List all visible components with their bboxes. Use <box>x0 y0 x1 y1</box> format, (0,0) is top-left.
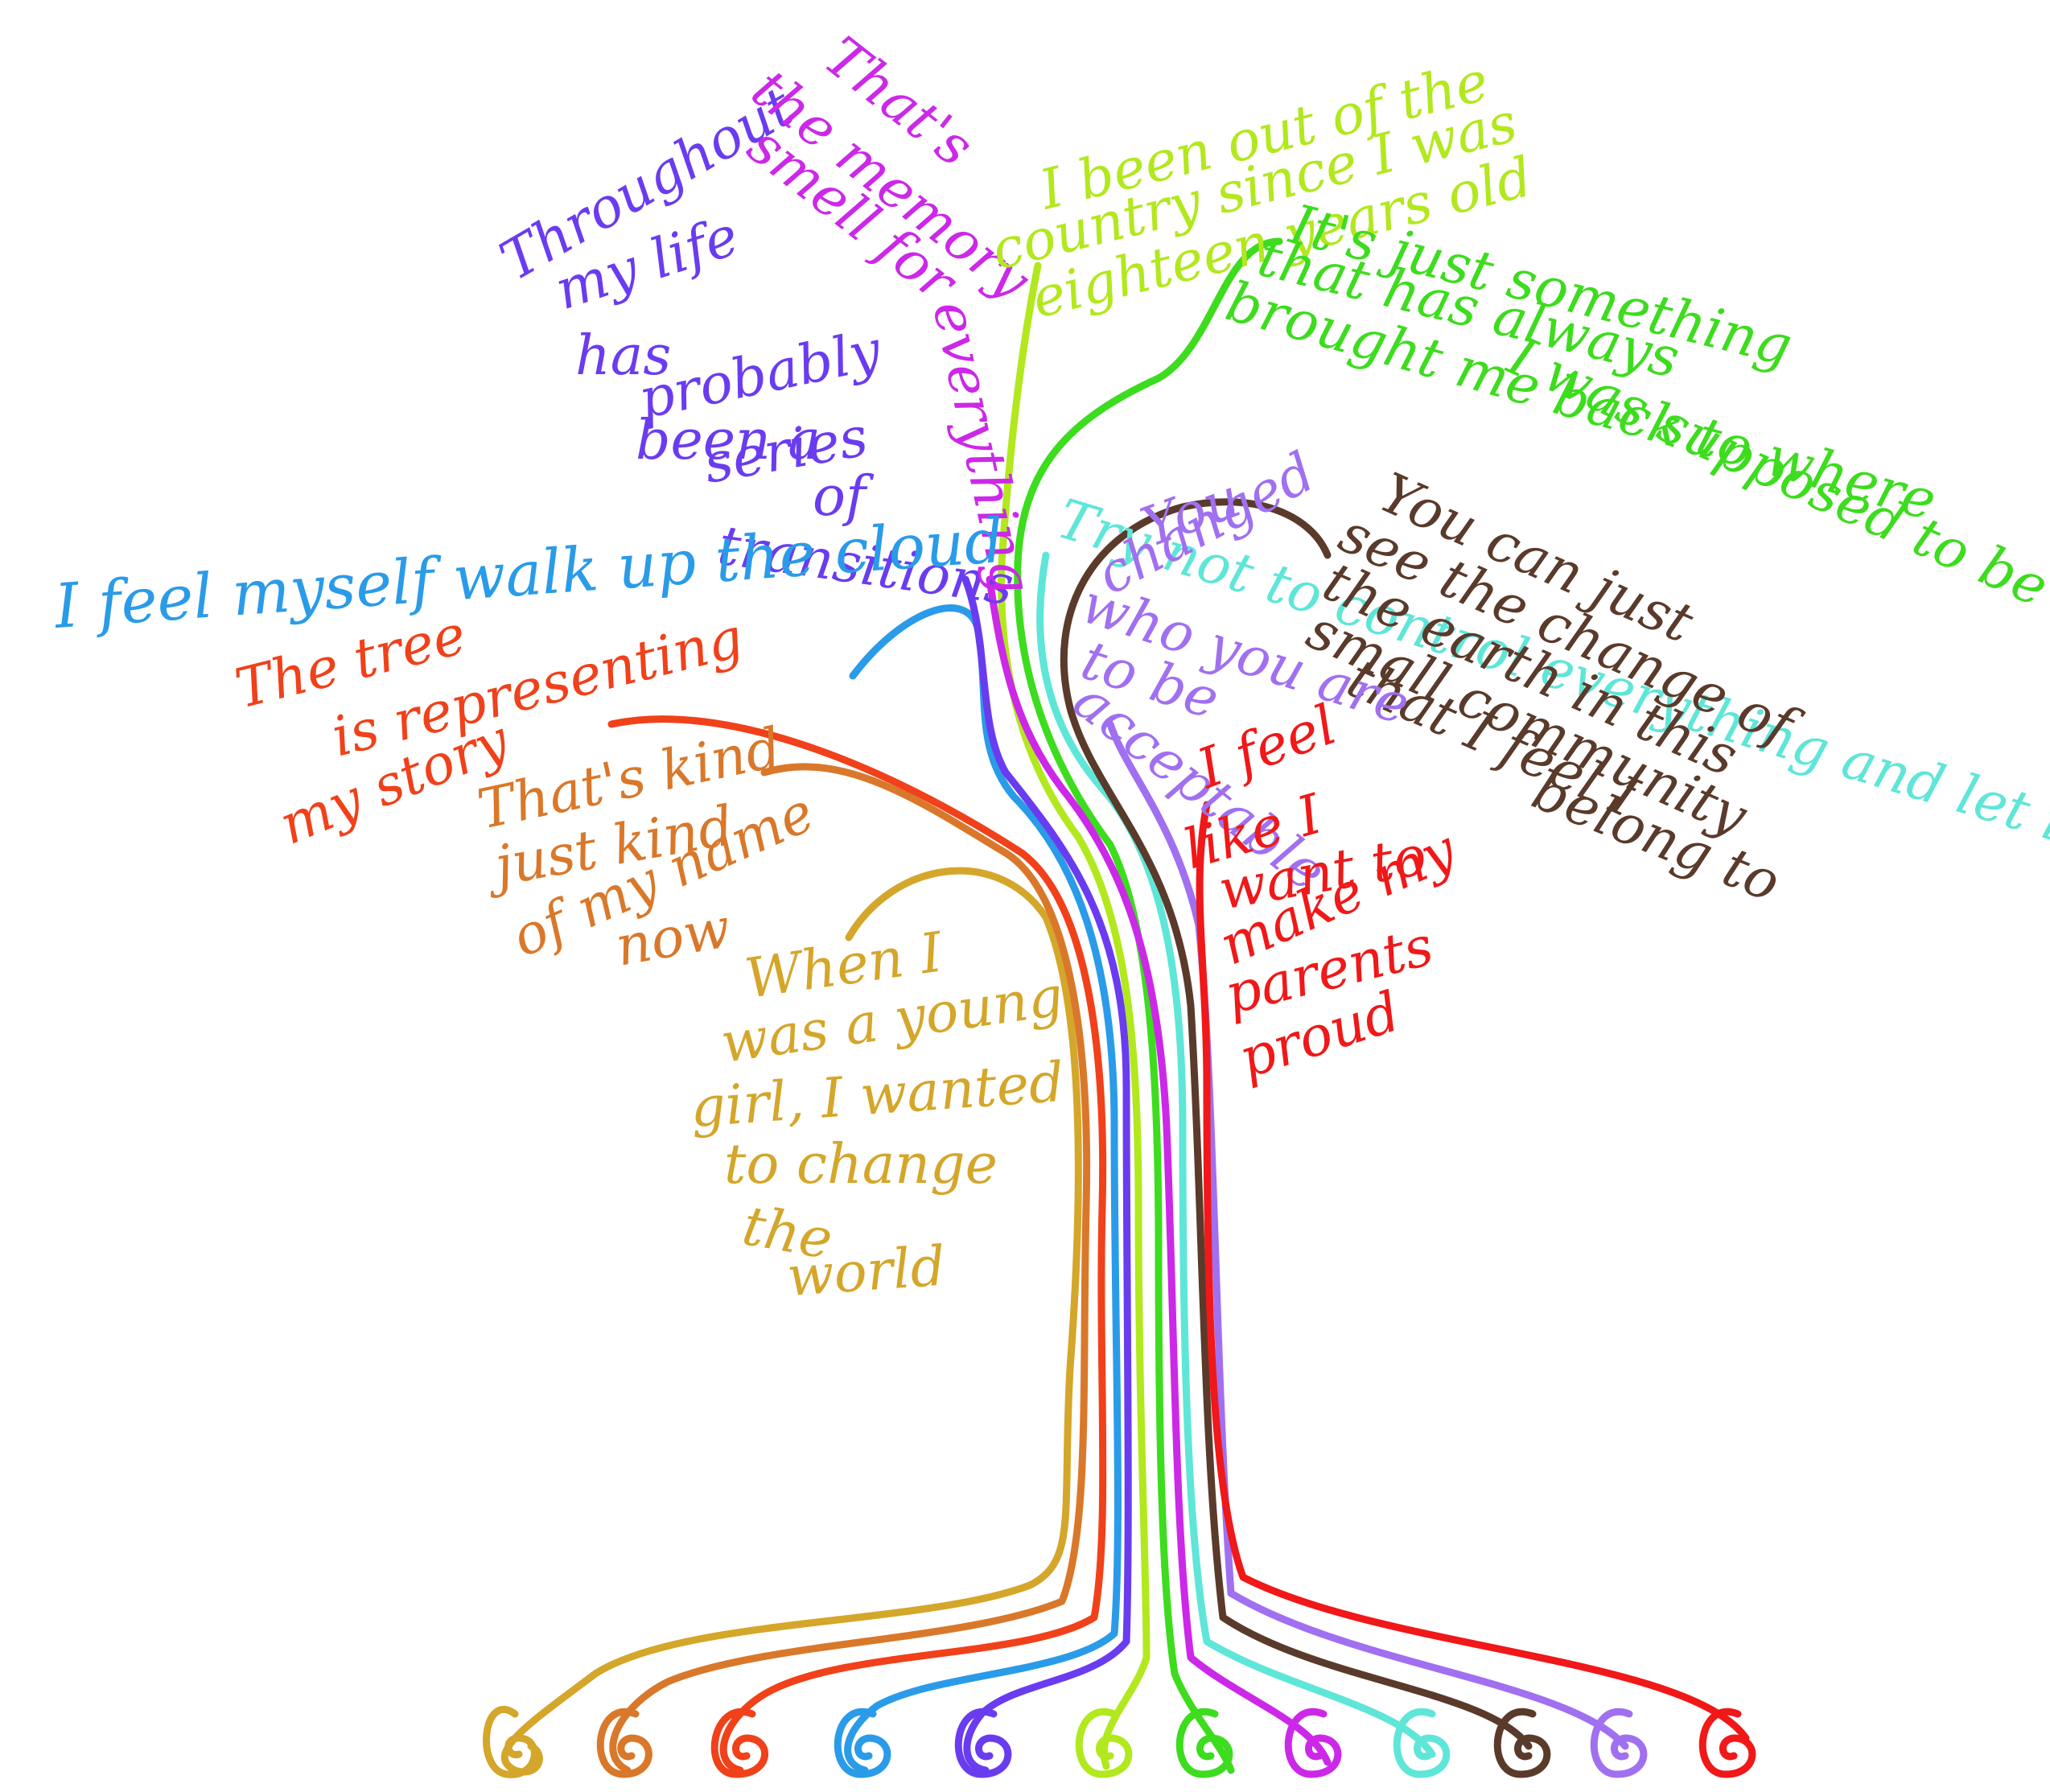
strand-red-orange <box>607 715 1107 1774</box>
trunk-strands <box>483 237 1756 1778</box>
young-line-6: world <box>785 1234 948 1309</box>
root-spiral-orange <box>596 1708 652 1778</box>
cloud-line-1: I feel myself walk up the cloud <box>51 505 1006 642</box>
root-spiral-indigo <box>954 1708 1012 1778</box>
young-line-5: the <box>738 1194 837 1272</box>
strand-lavender <box>1106 720 1629 1750</box>
strand-orange <box>609 763 1091 1774</box>
root-spiral-aqua <box>1393 1708 1451 1778</box>
root-spiral-gold <box>483 1705 538 1778</box>
root-spiral-brown <box>1493 1708 1551 1778</box>
root-spiral-green <box>1175 1708 1233 1778</box>
root-spiral-red <box>1698 1708 1756 1778</box>
phrase-parents: I feel like I want to make my parents pr… <box>1177 694 1467 1092</box>
throughout-line-7: of <box>813 465 875 529</box>
phrase-young: When I was a young girl, I wanted to cha… <box>689 921 1067 1309</box>
strand-brown <box>1060 498 1533 1750</box>
root-spiral-lavender <box>1590 1708 1648 1778</box>
phrases: Throughout my life has probably been a s… <box>51 25 2050 1309</box>
strand-lime <box>998 262 1151 1770</box>
strand-green <box>1014 237 1283 1774</box>
root-spiral-magenta <box>1284 1708 1342 1778</box>
root-spiral-red-orange <box>710 1708 768 1778</box>
strand-magenta <box>986 575 1332 1766</box>
root-spiral-lime <box>1075 1708 1133 1778</box>
throughout-line-5: been a <box>636 409 821 472</box>
phrase-name: That's kind just kind of my name now <box>472 716 823 979</box>
throughout-line-3: has <box>575 324 671 388</box>
young-line-4: to change <box>724 1133 998 1197</box>
strand-aqua <box>1036 551 1436 1758</box>
phrase-cloud: I feel myself walk up the cloud <box>51 505 1006 642</box>
strand-indigo <box>961 575 1132 1774</box>
root-spiral-blue <box>834 1708 891 1778</box>
strand-red <box>1196 801 1750 1742</box>
